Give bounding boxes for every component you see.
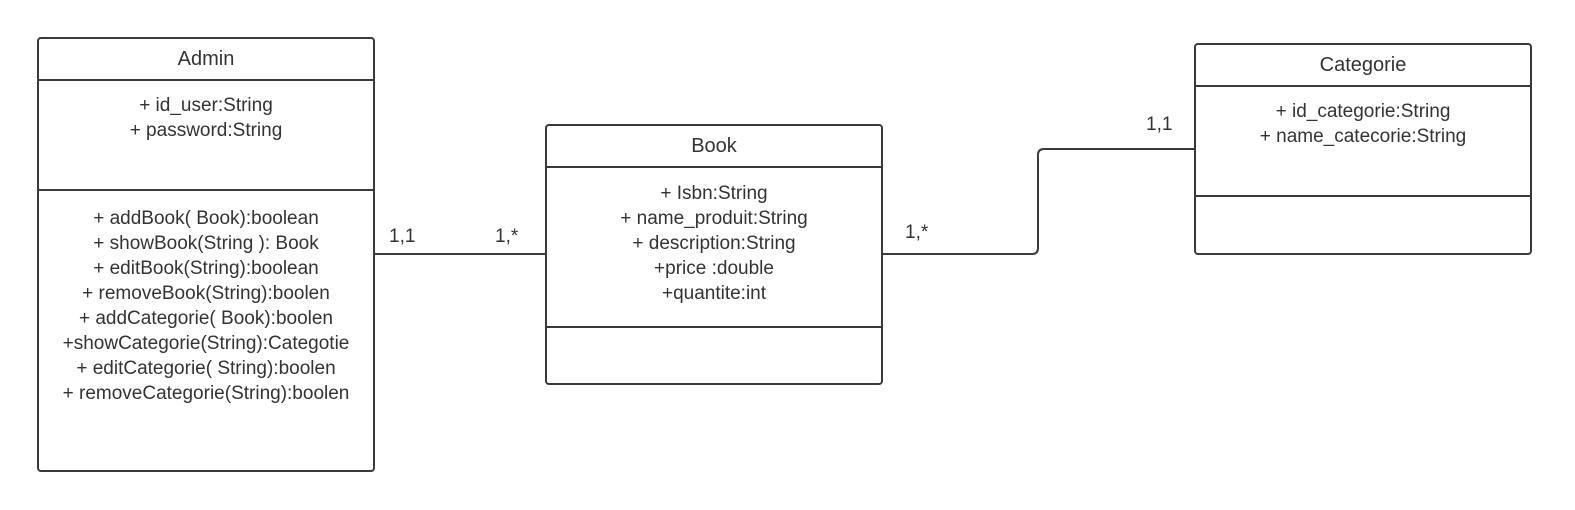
operation: + addCategorie( Book):boolen (78, 308, 334, 329)
class-book-name: Book (547, 126, 881, 168)
multiplicity-categorie-end: 1,1 (1146, 114, 1173, 135)
class-categorie[interactable]: Categorie + id_categorie:String + name_c… (1194, 43, 1532, 255)
attribute: + description:String (632, 233, 796, 254)
class-admin-attributes: + id_user:String + password:String (39, 81, 373, 191)
attribute: + password:String (129, 120, 283, 141)
class-book-attributes: + Isbn:String + name_produit:String + de… (547, 168, 881, 328)
operation: + showBook(String ): Book (93, 233, 319, 254)
class-admin-name: Admin (39, 39, 373, 81)
class-admin-operations: + addBook( Book):boolean + showBook(Stri… (39, 191, 373, 470)
operation: + addBook( Book):boolean (93, 208, 319, 229)
class-book[interactable]: Book + Isbn:String + name_produit:String… (545, 124, 883, 385)
attribute: + id_user:String (139, 95, 273, 116)
operation: +showCategorie(String):Categotie (62, 333, 350, 354)
operation: + removeBook(String):boolen (82, 283, 330, 304)
multiplicity-admin-end: 1,1 (389, 226, 416, 247)
multiplicity-book-end: 1,* (495, 226, 519, 247)
attribute: +price :double (654, 258, 774, 279)
class-categorie-name: Categorie (1196, 45, 1530, 87)
attribute: +quantite:int (661, 283, 767, 304)
operation: + editCategorie( String):boolen (76, 358, 336, 379)
attribute: + Isbn:String (660, 183, 768, 204)
attribute: + name_produit:String (620, 208, 808, 229)
class-admin[interactable]: Admin + id_user:String + password:String… (37, 37, 375, 472)
operation: + editBook(String):boolean (93, 258, 319, 279)
operation: + removeCategorie(String):boolen (62, 383, 350, 404)
attribute: + id_categorie:String (1275, 101, 1451, 122)
class-categorie-attributes: + id_categorie:String + name_catecorie:S… (1196, 87, 1530, 197)
multiplicity-book-end: 1,* (905, 222, 929, 243)
class-book-operations (547, 328, 881, 383)
association-book-categorie[interactable] (883, 148, 1194, 255)
class-categorie-operations (1196, 197, 1530, 253)
attribute: + name_catecorie:String (1259, 126, 1467, 147)
